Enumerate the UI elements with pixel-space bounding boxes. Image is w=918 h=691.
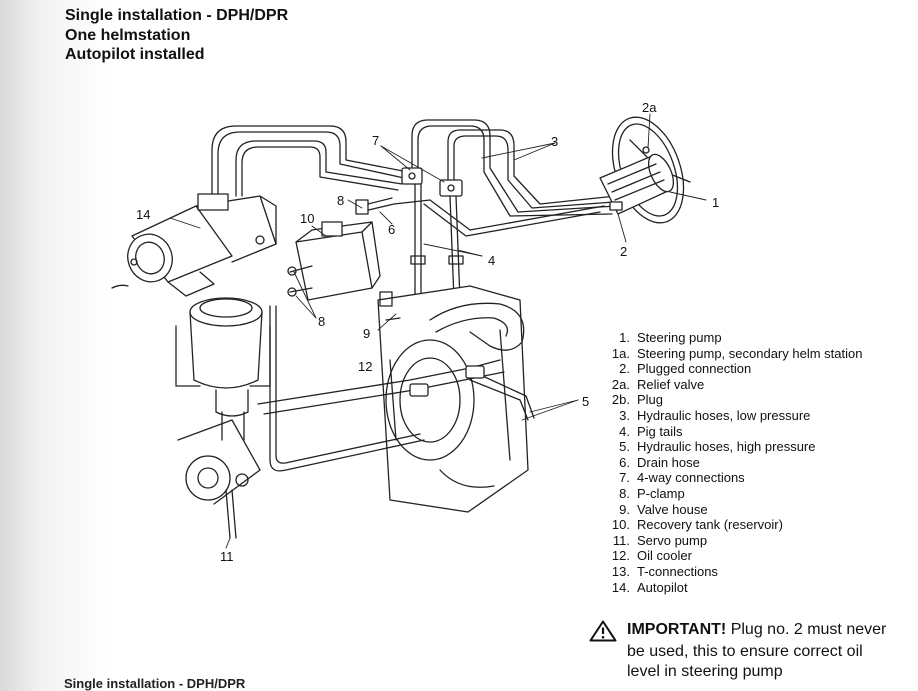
legend-item: 11. Servo pump xyxy=(605,533,862,549)
legend-item-text: Steering pump xyxy=(637,330,722,345)
page-heading: Single installation - DPH/DPR One helmst… xyxy=(65,6,288,65)
legend-item-text: Servo pump xyxy=(637,532,708,548)
legend-item-text: Hydraulic hoses, low pressure xyxy=(637,407,811,423)
legend-item-text: Drain hose xyxy=(637,454,700,470)
recovery-tank xyxy=(287,221,381,301)
callout-1: 1 xyxy=(712,195,719,210)
legend-item: 2a. Relief valve xyxy=(605,377,862,393)
legend-item-number: 3. xyxy=(619,407,630,423)
pig-tails xyxy=(410,183,464,301)
drain-hose xyxy=(355,197,431,215)
legend-item: 1. Steering pump xyxy=(605,330,862,346)
legend-item: 3. Hydraulic hoses, low pressure xyxy=(605,408,862,424)
legend-item-text: Relief valve xyxy=(637,376,705,392)
callout-leaders xyxy=(169,113,707,549)
cut-off-next-heading: Single installation - DPH/DPR xyxy=(64,676,246,691)
important-line-2: be used, this to ensure correct oil xyxy=(627,643,863,660)
legend-item: 2. Plugged connection xyxy=(605,361,862,377)
legend-item-number: 1. xyxy=(619,330,630,345)
callout-14: 14 xyxy=(136,207,150,222)
legend-item-number: 7. xyxy=(619,470,630,486)
parts-legend: 1. Steering pump 1a. Steering pump, seconda… xyxy=(605,330,863,596)
legend-item: 9. Valve house xyxy=(605,502,862,518)
legend-item-number: 1a. xyxy=(611,345,630,361)
legend-item: 8. P-clamp xyxy=(605,486,862,502)
callout-5: 5 xyxy=(582,394,589,409)
high-pressure-hoses xyxy=(257,302,535,472)
legend-item-number: 8. xyxy=(619,485,630,501)
heading-line-installation: Single installation - DPH/DPR xyxy=(65,7,289,24)
legend-item-number: 6. xyxy=(619,454,630,470)
callout-8-bottom: 8 xyxy=(318,314,325,329)
callout-2: 2 xyxy=(620,244,627,259)
important-line-3: level in steering pump xyxy=(627,663,783,680)
legend-item-text: T-connections xyxy=(637,563,718,579)
callout-2a: 2a xyxy=(642,100,657,115)
callout-12: 12 xyxy=(358,359,372,374)
warning-triangle-icon xyxy=(589,620,617,642)
legend-item-number: 5. xyxy=(619,439,630,455)
important-label: IMPORTANT! xyxy=(627,621,727,638)
legend-item-text: 4-way connections xyxy=(637,470,745,486)
legend-item-number: 4. xyxy=(619,423,630,439)
callout-3: 3 xyxy=(551,134,558,149)
legend-item: 7. 4-way connections xyxy=(605,470,862,486)
callout-7: 7 xyxy=(372,133,379,148)
callout-4: 4 xyxy=(488,253,495,268)
legend-item-number: 12. xyxy=(611,548,630,564)
callout-8-top: 8 xyxy=(337,193,344,208)
legend-item-text: P-clamp xyxy=(637,485,685,501)
legend-item-number: 2b. xyxy=(611,392,630,408)
heading-line-autopilot: Autopilot installed xyxy=(65,46,205,63)
legend-item-number: 11. xyxy=(612,532,630,548)
callout-9: 9 xyxy=(363,326,370,341)
legend-item: 4. Pig tails xyxy=(605,424,862,440)
legend-item-number: 2. xyxy=(619,361,630,377)
legend-item-text: Plugged connection xyxy=(637,361,752,377)
legend-item: 10. Recovery tank (reservoir) xyxy=(605,517,862,533)
legend-item-text: Valve house xyxy=(637,501,708,517)
legend-item-text: Oil cooler xyxy=(637,548,692,564)
legend-item-text: Autopilot xyxy=(637,579,688,595)
low-pressure-hoses xyxy=(211,119,617,237)
important-note: IMPORTANT! Plug no. 2 must never be used… xyxy=(589,620,909,682)
legend-item-text: Recovery tank (reservoir) xyxy=(637,517,783,533)
engine-block xyxy=(377,285,529,513)
legend-item: 12. Oil cooler xyxy=(605,548,862,564)
legend-item: 1a. Steering pump, secondary helm station xyxy=(605,345,863,362)
legend-item-number: 2a. xyxy=(611,376,630,392)
legend-item-number: 10. xyxy=(611,517,630,533)
legend-item-text: Steering pump, secondary helm station xyxy=(637,345,863,361)
legend-item: 6. Drain hose xyxy=(605,455,862,471)
heading-line-helmstation: One helmstation xyxy=(65,26,191,44)
four-way-connections xyxy=(401,167,463,197)
legend-item: 5. Hydraulic hoses, high pressure xyxy=(605,439,862,455)
steering-pump xyxy=(599,146,675,215)
legend-item-text: Hydraulic hoses, high pressure xyxy=(637,439,816,455)
callout-10: 10 xyxy=(300,211,314,226)
important-line-1: Plug no. 2 must never xyxy=(726,621,887,638)
servo-pump xyxy=(175,297,271,539)
legend-item-text: Plug xyxy=(637,392,664,408)
callout-6: 6 xyxy=(388,222,395,237)
legend-item-number: 13. xyxy=(611,563,630,579)
legend-item-number: 9. xyxy=(619,501,630,517)
legend-item-number: 14. xyxy=(611,579,630,595)
autopilot xyxy=(111,193,277,297)
legend-item: 2b. Plug xyxy=(605,392,862,408)
legend-item: 14. Autopilot xyxy=(605,580,862,596)
legend-item-text: Pig tails xyxy=(637,423,683,439)
legend-item: 13. T-connections xyxy=(605,564,862,580)
callout-11: 11 xyxy=(220,549,234,564)
